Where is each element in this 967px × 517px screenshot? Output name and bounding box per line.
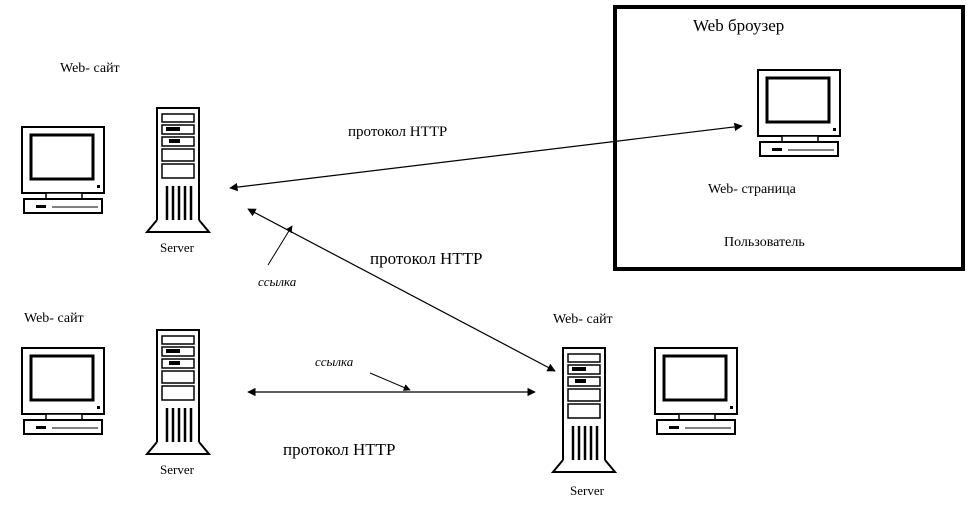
protocol-label-diagonal: протокол HTTP: [370, 249, 482, 268]
site-1-server-icon: [145, 106, 211, 234]
site-2-computer-icon: [20, 346, 106, 436]
site-3-server-icon: [551, 346, 617, 474]
site-1-server-label: Server: [160, 240, 195, 255]
site-2-label: Web- сайт: [24, 311, 84, 326]
browser-title: Web броузер: [693, 16, 784, 35]
link-pointer-lower: [369, 372, 411, 391]
site-3-computer-icon: [653, 346, 739, 436]
web-page-label: Web- страница: [708, 182, 797, 197]
site-1-label: Web- сайт: [60, 61, 120, 76]
site-3-server-label: Server: [570, 483, 605, 498]
http-arrow-top: [229, 122, 743, 192]
link-pointer-upper: [267, 225, 293, 266]
http-arrow-diagonal: [247, 208, 556, 372]
user-label: Пользователь: [724, 235, 805, 250]
link-label-lower: ссылка: [315, 354, 354, 369]
protocol-label-top: протокол HTTP: [348, 124, 447, 140]
site-3-label: Web- сайт: [553, 312, 613, 327]
protocol-label-bottom: протокол HTTP: [283, 440, 395, 459]
link-label-upper: ссылка: [258, 274, 297, 289]
site-1-computer-icon: [20, 125, 106, 215]
site-2-server-icon: [145, 328, 211, 456]
site-2-server-label: Server: [160, 462, 195, 477]
user-computer-icon: [756, 68, 842, 158]
